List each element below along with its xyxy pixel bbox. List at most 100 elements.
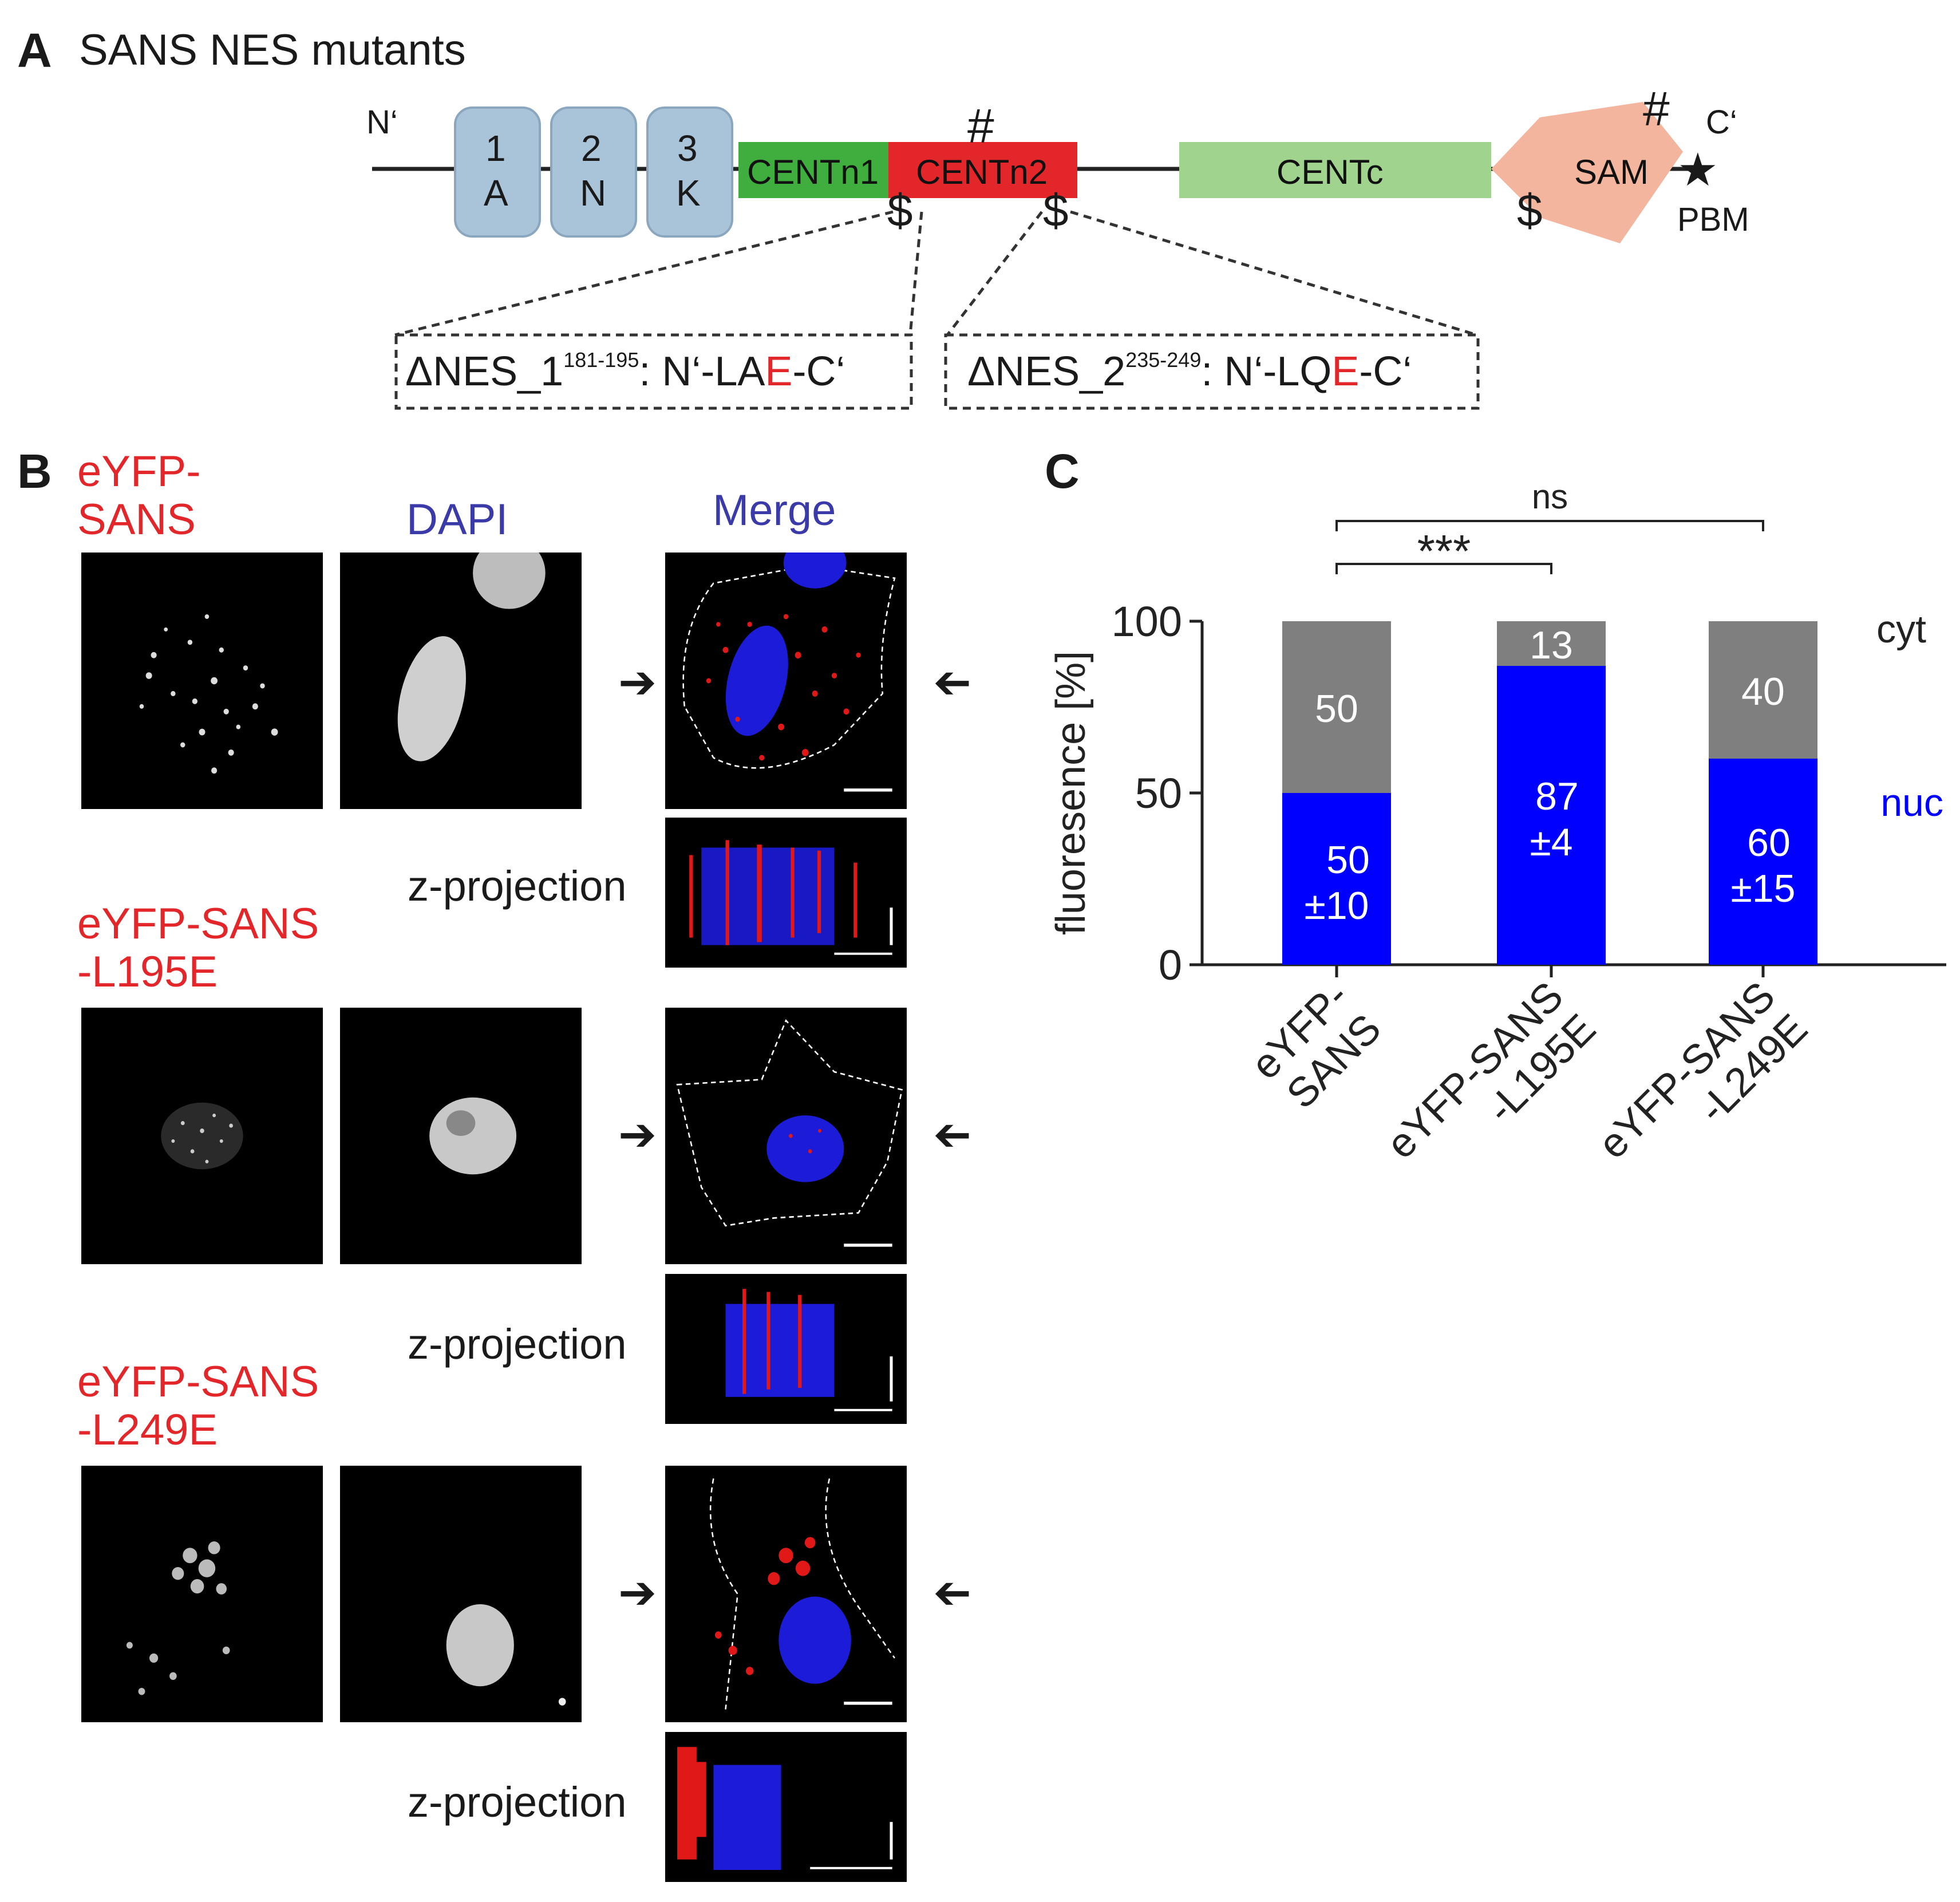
mutant-1-range: 181-195: [563, 348, 639, 372]
centn1-label: CENTn1: [747, 153, 879, 191]
ank-1-bottom: A: [484, 172, 508, 214]
mutant-2-seq-post: -C‘: [1359, 349, 1412, 394]
bar-nuc-0: [1282, 793, 1391, 965]
panel-a-letter: A: [17, 23, 52, 77]
mutant-1-text: ΔNES_1181-195: N‘-LAE-C‘: [405, 348, 845, 395]
dollar-marker-3: $: [1517, 185, 1543, 236]
significance-bracket-1: [1335, 520, 1764, 531]
row2-label-line1: eYFP-SANS: [77, 899, 319, 948]
row1-eyfp-image: [81, 553, 323, 809]
bar-nuc-value-2: 60: [1747, 821, 1791, 865]
row3-eyfp-image: [81, 1466, 323, 1722]
bar-cyt-0: [1282, 621, 1391, 793]
merge-header: Merge: [713, 486, 836, 535]
y-tick-label-2: 100: [1112, 598, 1182, 645]
row1-merge-image: [665, 553, 907, 809]
row2-arrow-right-icon: ➔: [933, 1109, 972, 1160]
bar-cyt-1: [1497, 621, 1606, 666]
significance-label-0: ***: [1417, 526, 1471, 577]
legend-cyt-label: cyt: [1876, 607, 1926, 651]
row1-label-line2: SANS: [77, 495, 196, 544]
row2-z-projection-image: [665, 1274, 907, 1424]
row3-z-label: z-projection: [408, 1778, 627, 1826]
centc-label: CENTc: [1277, 153, 1384, 191]
ank-repeat-2: [550, 106, 637, 238]
mutant-2-text: ΔNES_2235-249: N‘-LQE-C‘: [967, 348, 1412, 395]
mutant-2-prefix: ΔNES_2: [967, 349, 1126, 394]
significance-bracket-0: [1335, 563, 1552, 574]
x-category-label-2: eYFP-SANS-L249E: [1590, 973, 1816, 1200]
row2-merge-image: [665, 1008, 907, 1264]
mutant-1-seq-mut: E: [765, 349, 793, 394]
significance-label-1: ns: [1532, 478, 1568, 516]
row1-z-label: z-projection: [408, 862, 627, 910]
bar-cyt-value-0: 50: [1315, 687, 1358, 731]
pbm-label: PBM: [1677, 201, 1749, 238]
row3-arrow-left-icon: ➔: [618, 1567, 657, 1618]
pbm-star-icon: ★: [1677, 144, 1718, 195]
mutant-2-range: 235-249: [1125, 348, 1202, 372]
centn2-domain: [888, 142, 1077, 198]
row2-z-label: z-projection: [408, 1320, 627, 1368]
y-tick-label-0: 0: [1159, 941, 1182, 989]
x-category-label-0: eYFP-SANS: [1242, 973, 1389, 1120]
n-terminus-label: N‘: [366, 104, 398, 141]
row2-label-line2: -L195E: [77, 948, 218, 996]
dollar-marker-1: $: [887, 185, 913, 236]
panel-b-letter: B: [17, 444, 52, 498]
panel-c-letter: C: [1045, 444, 1080, 498]
bar-nuc-error-2: ±15: [1731, 867, 1796, 910]
ank-1-top: 1: [485, 128, 506, 169]
sam-domain: [1491, 102, 1683, 243]
centn2-label: CENTn2: [916, 153, 1048, 191]
ank-3-bottom: K: [676, 172, 701, 214]
ank-repeat-3: [646, 106, 733, 238]
bar-nuc-value-1: 87: [1535, 775, 1579, 818]
mutant-2-seq-mut: E: [1331, 349, 1360, 394]
mutant-1-seq-post: -C‘: [792, 349, 845, 394]
row1-label-line1: eYFP-: [77, 447, 201, 496]
row3-label-line1: eYFP-SANS: [77, 1358, 319, 1406]
centc-domain: [1179, 142, 1491, 198]
dollar-marker-2: $: [1043, 185, 1069, 236]
bar-nuc-error-1: ±4: [1530, 820, 1572, 864]
ank-3-top: 3: [677, 128, 698, 169]
row1-arrow-left-icon: ➔: [618, 657, 657, 708]
panel-b: B eYFP- SANS DAPI Merge: [0, 435, 1030, 1902]
mutant-2-seq-pre: : N‘-LQ: [1201, 349, 1332, 394]
y-tick-label-1: 50: [1135, 770, 1182, 817]
dapi-header: DAPI: [406, 495, 508, 544]
sam-label: SAM: [1574, 153, 1649, 191]
row2-eyfp-image: [81, 1008, 323, 1264]
row1-z-projection-image: [665, 818, 907, 968]
bar-nuc-1: [1497, 666, 1606, 965]
legend-nuc-label: nuc: [1880, 781, 1943, 824]
mutant-box-2: [944, 333, 1480, 410]
row1-arrow-right-icon: ➔: [933, 657, 972, 708]
row3-label-line2: -L249E: [77, 1406, 218, 1454]
bar-cyt-2: [1709, 621, 1817, 759]
row3-dapi-image: [340, 1466, 582, 1722]
bar-nuc-2: [1709, 759, 1817, 965]
mutant-box-1: [394, 333, 913, 410]
row3-z-projection-image: [665, 1732, 907, 1882]
ank-repeat-1: [454, 106, 541, 238]
protein-schematic: [372, 102, 1694, 410]
mutant-1-prefix: ΔNES_1: [405, 349, 564, 394]
row3-arrow-right-icon: ➔: [933, 1567, 972, 1618]
bar-nuc-value-0: 50: [1326, 838, 1370, 882]
panel-a: A SANS NES mutants N‘ C‘ 1 A 2 N 3 K CEN…: [0, 0, 1960, 435]
centn1-domain: [738, 142, 888, 198]
bar-cyt-value-2: 40: [1741, 670, 1785, 713]
row2-dapi-image: [340, 1008, 582, 1264]
ank-2-top: 2: [581, 128, 602, 169]
hash-marker-sam: #: [1643, 82, 1670, 136]
bar-cyt-value-1: 13: [1530, 624, 1573, 667]
ank-2-bottom: N: [580, 172, 607, 214]
y-axis-label: fluoresence [%]: [1048, 651, 1094, 935]
panel-a-title: SANS NES mutants: [79, 26, 466, 74]
row2-arrow-left-icon: ➔: [618, 1109, 657, 1160]
row3-merge-image: [665, 1466, 907, 1722]
